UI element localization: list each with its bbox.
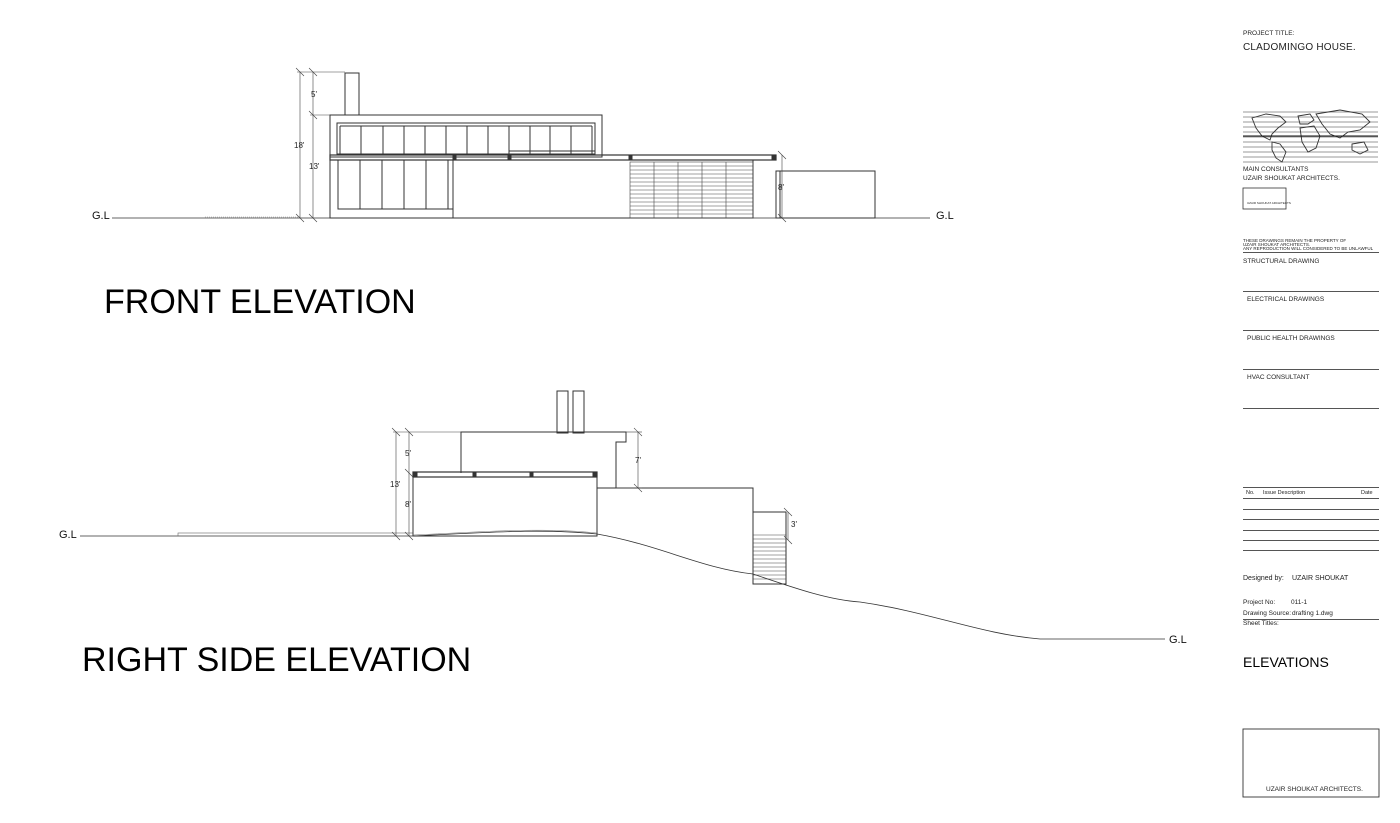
front-dim-wall: 13' bbox=[309, 162, 320, 171]
consultant-rule bbox=[1243, 330, 1379, 331]
front-upper-volume bbox=[329, 114, 603, 158]
front-elevation bbox=[112, 67, 930, 223]
world-map-logo bbox=[1243, 109, 1378, 163]
front-louvres bbox=[629, 161, 754, 219]
notice-rule bbox=[1243, 252, 1379, 253]
footer-box bbox=[1242, 728, 1380, 798]
issue-header-date: Date bbox=[1361, 490, 1373, 496]
side-lower-wall bbox=[412, 477, 598, 537]
issue-table-rule bbox=[1243, 519, 1379, 520]
side-chimney-1 bbox=[556, 390, 569, 434]
side-upper-volume bbox=[460, 431, 627, 489]
issue-table-rule bbox=[1243, 550, 1379, 551]
side-gl-left: G.L bbox=[59, 529, 77, 541]
drawing-source-value: drafting 1.dwg bbox=[1292, 610, 1333, 617]
consultant-rule bbox=[1243, 369, 1379, 370]
side-roof-slab bbox=[412, 471, 598, 478]
side-dim-wall: 8' bbox=[405, 500, 411, 509]
issue-table-rule bbox=[1243, 540, 1379, 541]
notice-line-1: THESE DRAWINGS REMAIN THE PROPERTY OF bbox=[1243, 238, 1347, 243]
issue-table-rule bbox=[1243, 530, 1379, 531]
sheet-title: ELEVATIONS bbox=[1243, 654, 1329, 670]
notice-line-3: ANY REPRODUCTION WILL CONSIDERED TO BE U… bbox=[1243, 246, 1374, 251]
side-gl-right: G.L bbox=[1169, 634, 1187, 646]
side-elevation-title: RIGHT SIDE ELEVATION bbox=[82, 641, 471, 679]
sheet-info-rule bbox=[1243, 619, 1379, 620]
consultant-row-structural: STRUCTURAL DRAWING bbox=[1243, 258, 1320, 265]
front-upper-windows bbox=[339, 125, 595, 154]
main-consultants-name: UZAIR SHOUKAT ARCHITECTS. bbox=[1243, 175, 1340, 182]
side-elevation bbox=[80, 390, 1165, 640]
drawing-source-label: Drawing Source: bbox=[1243, 610, 1292, 617]
front-elevation-title: FRONT ELEVATION bbox=[104, 283, 416, 321]
consultant-row-electrical: ELECTRICAL DRAWINGS bbox=[1247, 296, 1325, 303]
designed-by-value: UZAIR SHOUKAT bbox=[1292, 575, 1349, 582]
side-terrain bbox=[412, 530, 1165, 640]
front-chimney bbox=[344, 72, 360, 116]
side-stair-block bbox=[752, 511, 787, 585]
project-no-label: Project No: bbox=[1243, 599, 1276, 606]
side-dim-top: 5' bbox=[405, 449, 411, 458]
consultant-rule bbox=[1243, 291, 1379, 292]
issue-table-rule bbox=[1243, 509, 1379, 510]
side-rear-block bbox=[597, 487, 754, 575]
project-title: CLADOMINGO HOUSE. bbox=[1243, 42, 1356, 53]
front-lower-wall bbox=[452, 159, 754, 219]
consultant-row-public-health: PUBLIC HEALTH DRAWINGS bbox=[1247, 335, 1335, 342]
sheet-titles-label: Sheet Titles: bbox=[1243, 620, 1279, 627]
consultant-logo-text: UZAIR SHOUKAT ARCHITECTS bbox=[1247, 201, 1291, 205]
consultant-rule bbox=[1243, 408, 1379, 409]
side-stair-treads bbox=[753, 534, 786, 580]
front-dim-total: 18' bbox=[294, 141, 305, 150]
side-dim-parapet: 7' bbox=[635, 456, 641, 465]
project-title-label: PROJECT TITLE: bbox=[1243, 30, 1295, 37]
notice-line-2: UZAIR SHOUKAT ARCHITECTS. bbox=[1243, 242, 1311, 247]
designed-by-label: Designed by: bbox=[1243, 575, 1284, 582]
front-gl-left: G.L bbox=[92, 210, 110, 222]
front-dim-top: 5' bbox=[311, 90, 317, 99]
side-dimensions bbox=[391, 427, 793, 545]
footer-firm-name: UZAIR SHOUKAT ARCHITECTS. bbox=[1266, 786, 1363, 793]
side-dim-stair: 3' bbox=[791, 520, 797, 529]
issue-table-rule bbox=[1243, 498, 1379, 499]
consultant-logo-box bbox=[1242, 187, 1287, 210]
project-no-value: 011-1 bbox=[1291, 599, 1308, 606]
main-consultants-label: MAIN CONSULTANTS bbox=[1243, 166, 1309, 173]
front-annex bbox=[775, 170, 876, 219]
side-dim-total: 13' bbox=[390, 480, 401, 489]
front-gl-right: G.L bbox=[936, 210, 954, 222]
consultant-row-hvac: HVAC CONSULTANT bbox=[1247, 374, 1310, 381]
issue-header-description: Issue Description bbox=[1263, 490, 1306, 496]
front-dim-annex: 8' bbox=[778, 183, 784, 192]
side-chimney-2 bbox=[572, 390, 585, 434]
issue-table-top-rule bbox=[1243, 487, 1379, 488]
issue-header-no: No. bbox=[1246, 490, 1255, 496]
front-dimensions bbox=[295, 67, 787, 223]
